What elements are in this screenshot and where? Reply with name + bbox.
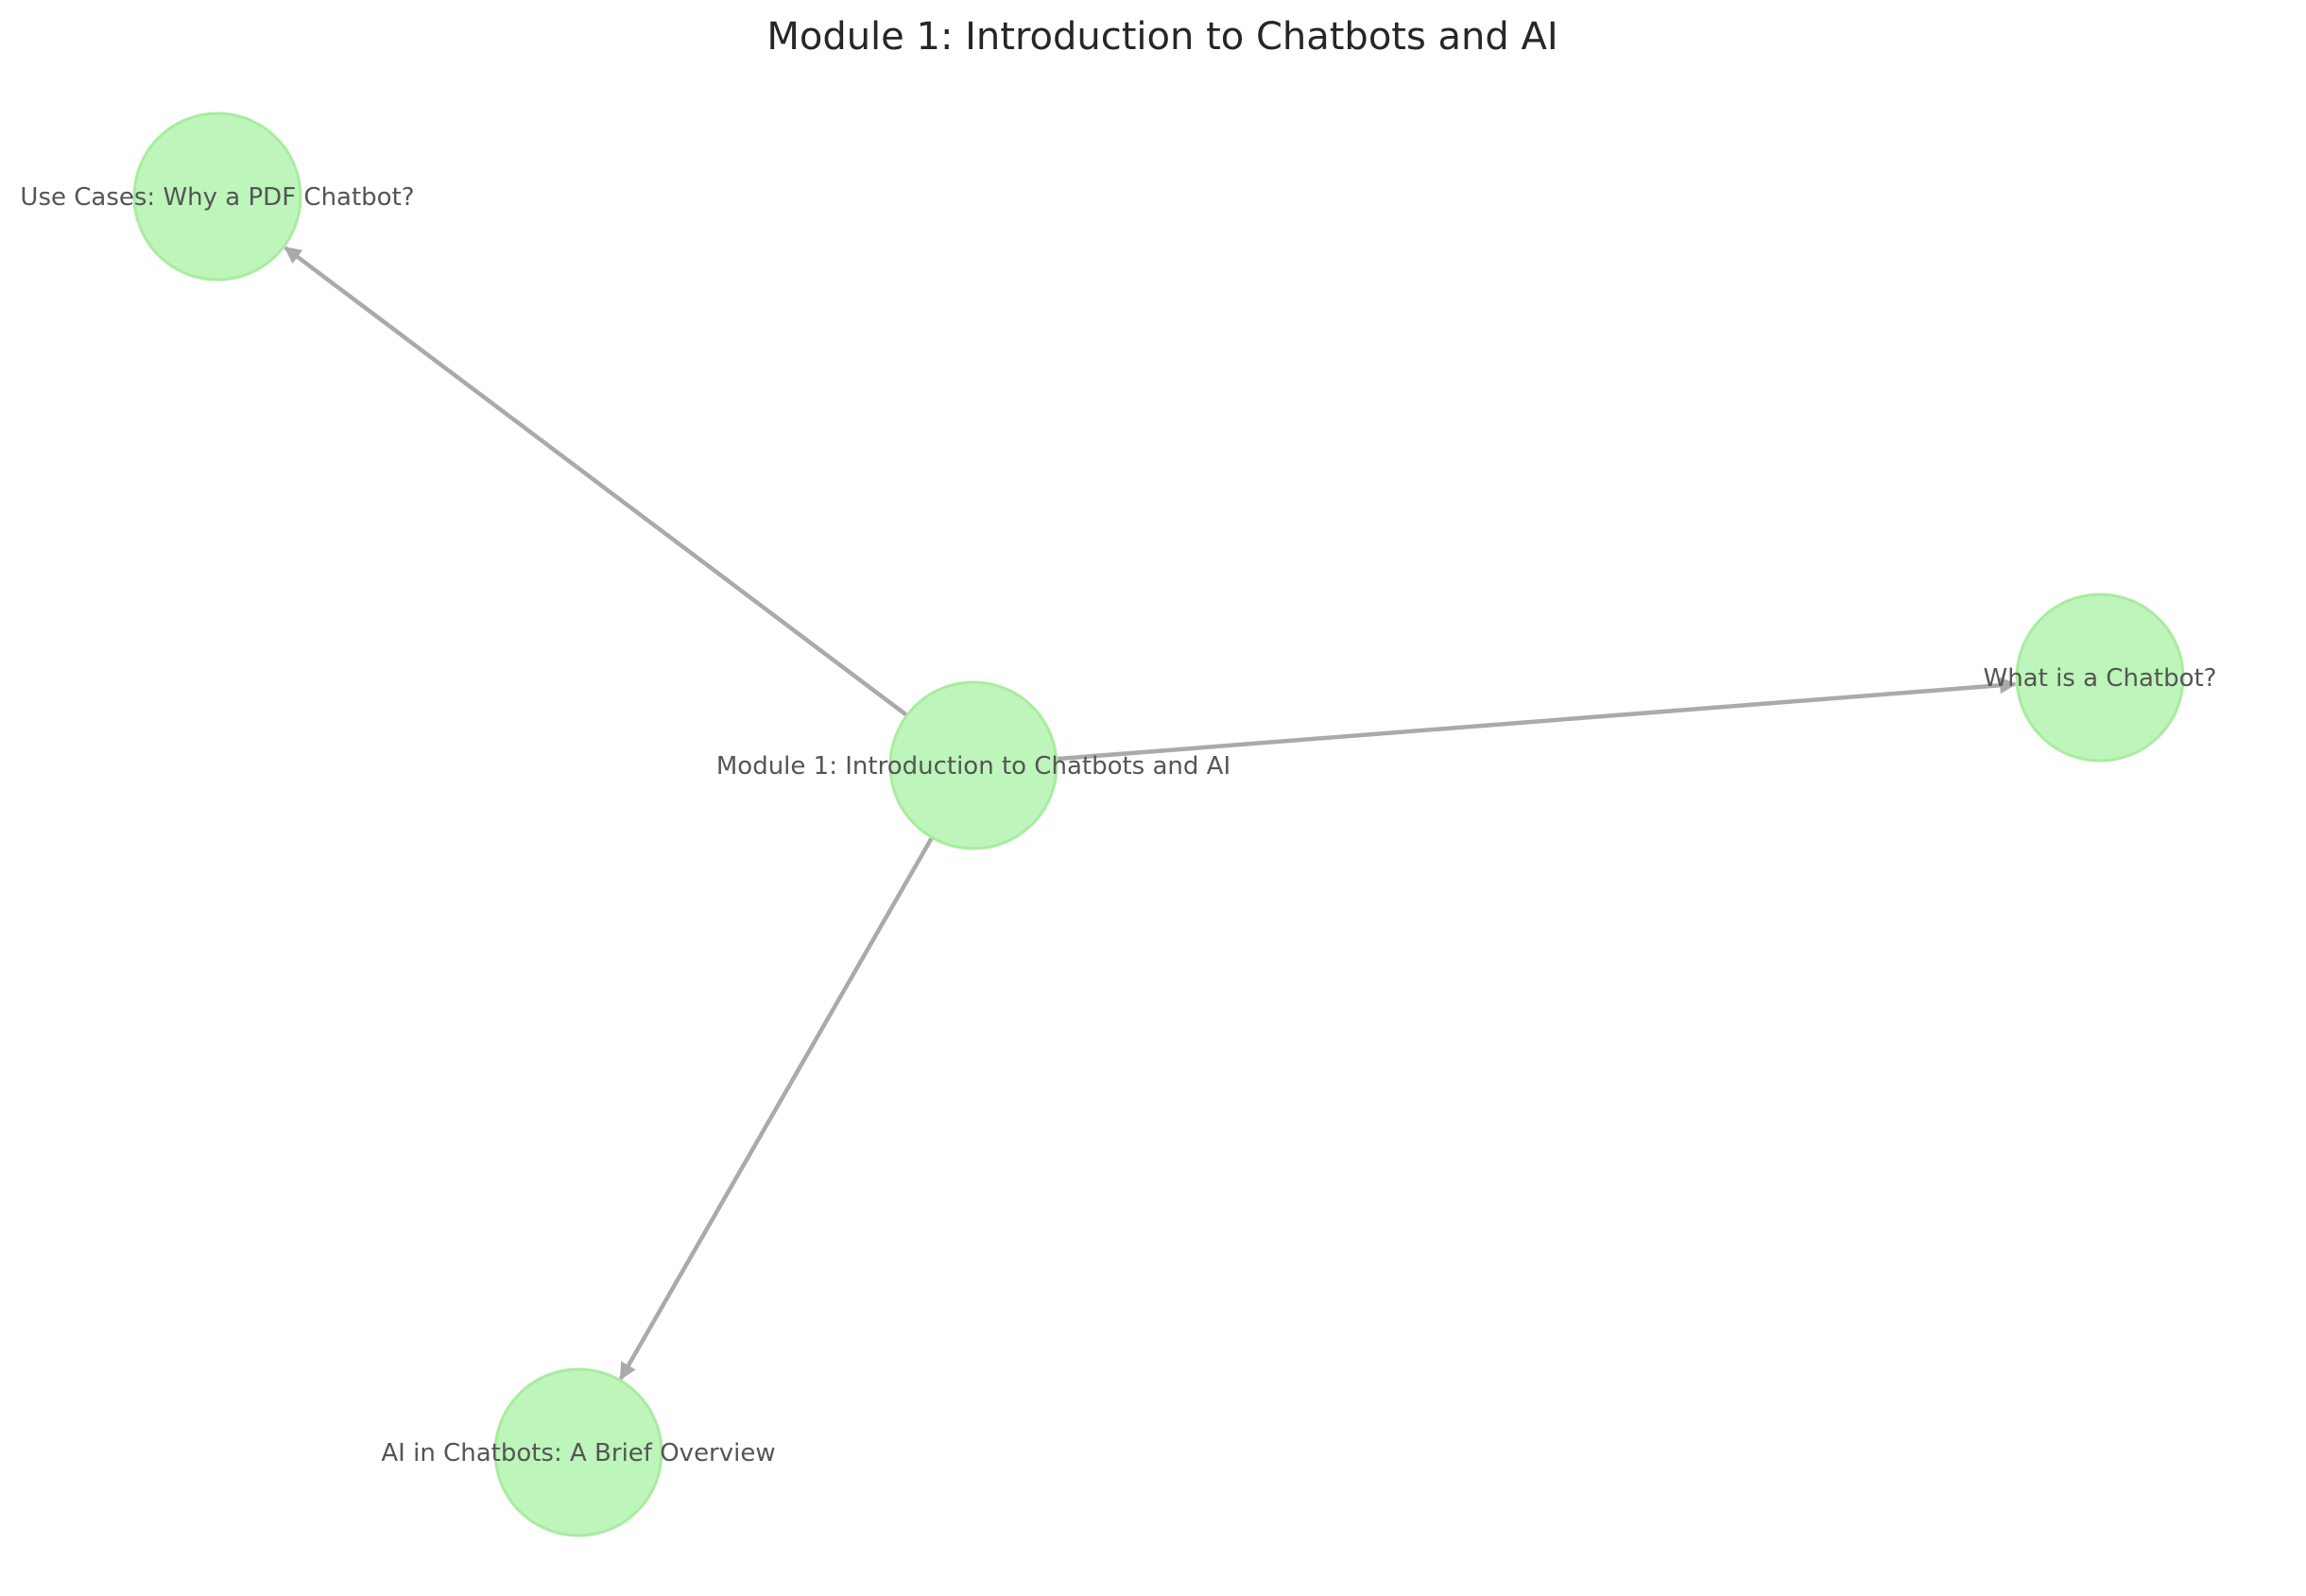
diagram-title: Module 1: Introduction to Chatbots and A… <box>766 15 1557 59</box>
labels-layer: Module 1: Introduction to Chatbots and A… <box>20 183 2216 1467</box>
node-label-root: Module 1: Introduction to Chatbots and A… <box>716 752 1230 781</box>
node-label-ai-in: AI in Chatbots: A Brief Overview <box>381 1439 775 1467</box>
node-label-what-is: What is a Chatbot? <box>1984 664 2217 693</box>
node-root[interactable] <box>888 680 1058 850</box>
node-label-use-cases: Use Cases: Why a PDF Chatbot? <box>20 183 414 212</box>
nodes-layer <box>132 112 2185 1537</box>
edge-arrow-root-to-ai-in <box>618 836 935 1381</box>
edge-arrow-root-to-use-cases <box>284 246 909 717</box>
edge-arrow-root-to-what-is <box>1056 677 2018 762</box>
node-ai-in[interactable] <box>493 1367 663 1537</box>
edges-layer <box>284 246 2018 1381</box>
node-what-is[interactable] <box>2015 592 2185 763</box>
node-use-cases[interactable] <box>132 112 302 282</box>
